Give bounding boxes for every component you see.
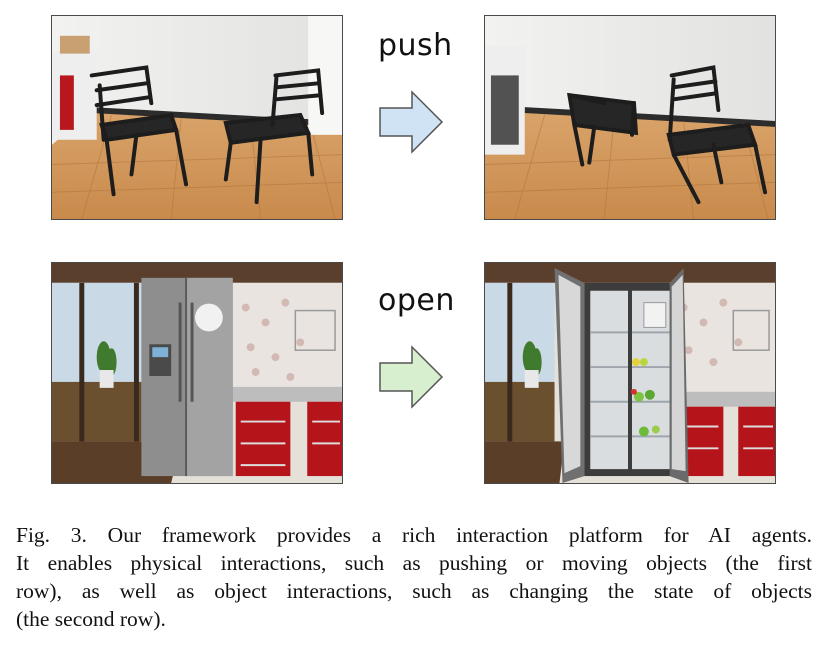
fridge-scene-after — [485, 263, 775, 483]
push-label: push — [378, 28, 453, 63]
right-arrow-icon — [379, 345, 444, 409]
caption-line: Fig. 3. Our framework provides a rich in… — [16, 523, 812, 547]
chairs-scene-before — [52, 16, 342, 219]
chairs-scene-after — [485, 16, 775, 219]
caption-line: row), as well as object interactions, su… — [16, 579, 812, 603]
open-before-image — [51, 262, 343, 484]
caption-line: It enables physical interactions, such a… — [16, 551, 812, 575]
figure-caption: Fig. 3. Our framework provides a rich in… — [16, 521, 812, 633]
caption-line: (the second row). — [16, 607, 166, 631]
push-after-image — [484, 15, 776, 220]
open-label: open — [378, 283, 455, 318]
push-before-image — [51, 15, 343, 220]
fridge-scene-before — [52, 263, 342, 483]
open-after-image — [484, 262, 776, 484]
right-arrow-icon — [379, 90, 444, 154]
